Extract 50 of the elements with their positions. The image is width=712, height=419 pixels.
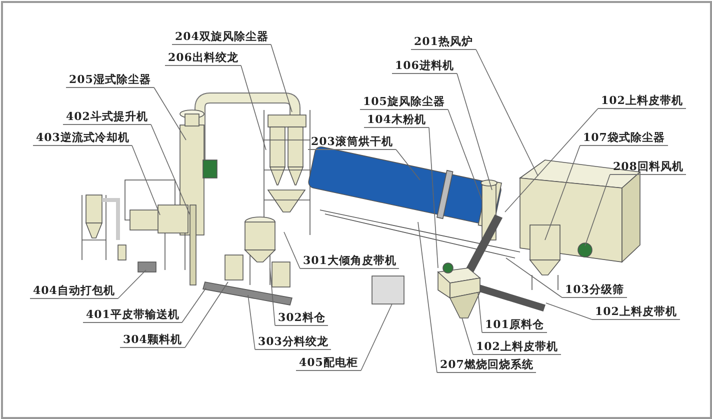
leader-line [546, 302, 592, 320]
callout-label: 205湿式除尘器 [66, 73, 154, 88]
callout-label: 107袋式除尘器 [580, 131, 668, 146]
callout-label: 404自动打包机 [30, 284, 118, 299]
leader-line [284, 232, 300, 269]
leader-line [118, 270, 146, 299]
leader-line [544, 145, 580, 240]
callout-label: 207燃烧回烧系统 [437, 358, 536, 373]
leader-line [248, 294, 256, 350]
leader-line [150, 124, 190, 216]
leader-line [456, 73, 492, 190]
callout-label: 405配电柜 [296, 356, 361, 371]
callout-label: 206出料绞龙 [165, 51, 242, 66]
callout-label: 102上料皮带机 [592, 305, 680, 320]
callout-label: 105旋风除尘器 [360, 95, 448, 110]
leader-line [360, 304, 392, 371]
callout-label: 203滚筒烘干机 [308, 135, 396, 150]
callout-label: 402斗式提升机 [63, 110, 151, 125]
leader-line [428, 127, 438, 268]
leader-line [584, 174, 610, 246]
callout-label: 102上料皮带机 [473, 340, 561, 355]
callout-label: 102上料皮带机 [598, 94, 686, 109]
callout-label: 301大倾角皮带机 [300, 254, 400, 269]
callout-label: 401平皮带输送机 [83, 308, 182, 323]
callout-label: 104木粉机 [364, 113, 429, 128]
callout-label: 303分料绞龙 [255, 335, 332, 350]
leader-line [418, 222, 438, 373]
leader-line [476, 49, 538, 176]
leader-line [504, 108, 598, 212]
leader-line [396, 149, 420, 180]
callout-label: 208回料风机 [610, 160, 686, 175]
callout-label: 106进料机 [392, 59, 457, 74]
callout-label: 103分级筛 [562, 283, 627, 298]
leader-line [478, 292, 482, 333]
callout-label: 302料仓 [275, 311, 328, 326]
leader-line [270, 268, 276, 326]
callout-label: 204双旋风除尘器 [172, 30, 272, 45]
leader-line [182, 288, 206, 323]
callout-label: 101原料仓 [482, 318, 547, 333]
leader-line [462, 318, 474, 355]
callout-label: 403逆流式冷却机 [33, 131, 132, 146]
leader-line [184, 282, 228, 348]
leader-line [448, 109, 482, 200]
leader-line [270, 44, 292, 112]
leader-line [154, 87, 186, 140]
callout-label: 201热风炉 [411, 35, 476, 50]
leader-line [132, 145, 160, 216]
leader-line [506, 258, 562, 298]
leader-line [240, 65, 266, 150]
callout-label: 304颗料机 [120, 333, 185, 348]
